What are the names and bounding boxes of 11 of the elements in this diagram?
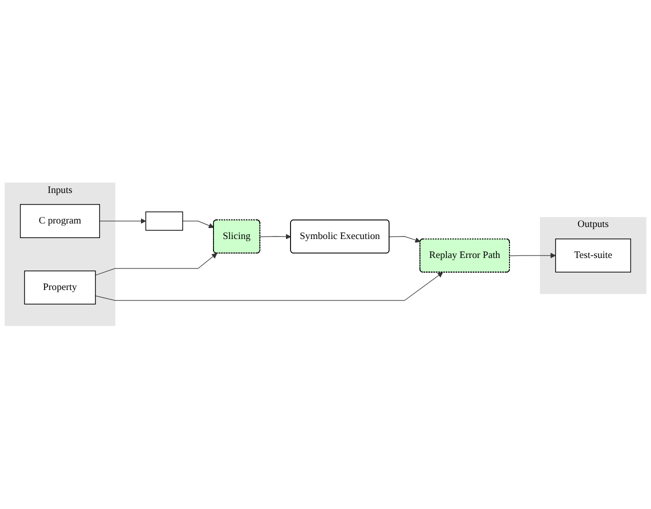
arrow — [99, 218, 146, 224]
node-box: C program — [20, 204, 100, 238]
node-box — [145, 212, 184, 231]
node-box: Property — [24, 270, 96, 305]
arrow — [509, 253, 556, 258]
arrow — [260, 234, 292, 240]
node-box: Test-suite — [555, 238, 632, 273]
arrow — [389, 236, 421, 243]
arrow — [95, 272, 443, 301]
arrow — [95, 253, 218, 276]
arrow — [182, 220, 214, 228]
